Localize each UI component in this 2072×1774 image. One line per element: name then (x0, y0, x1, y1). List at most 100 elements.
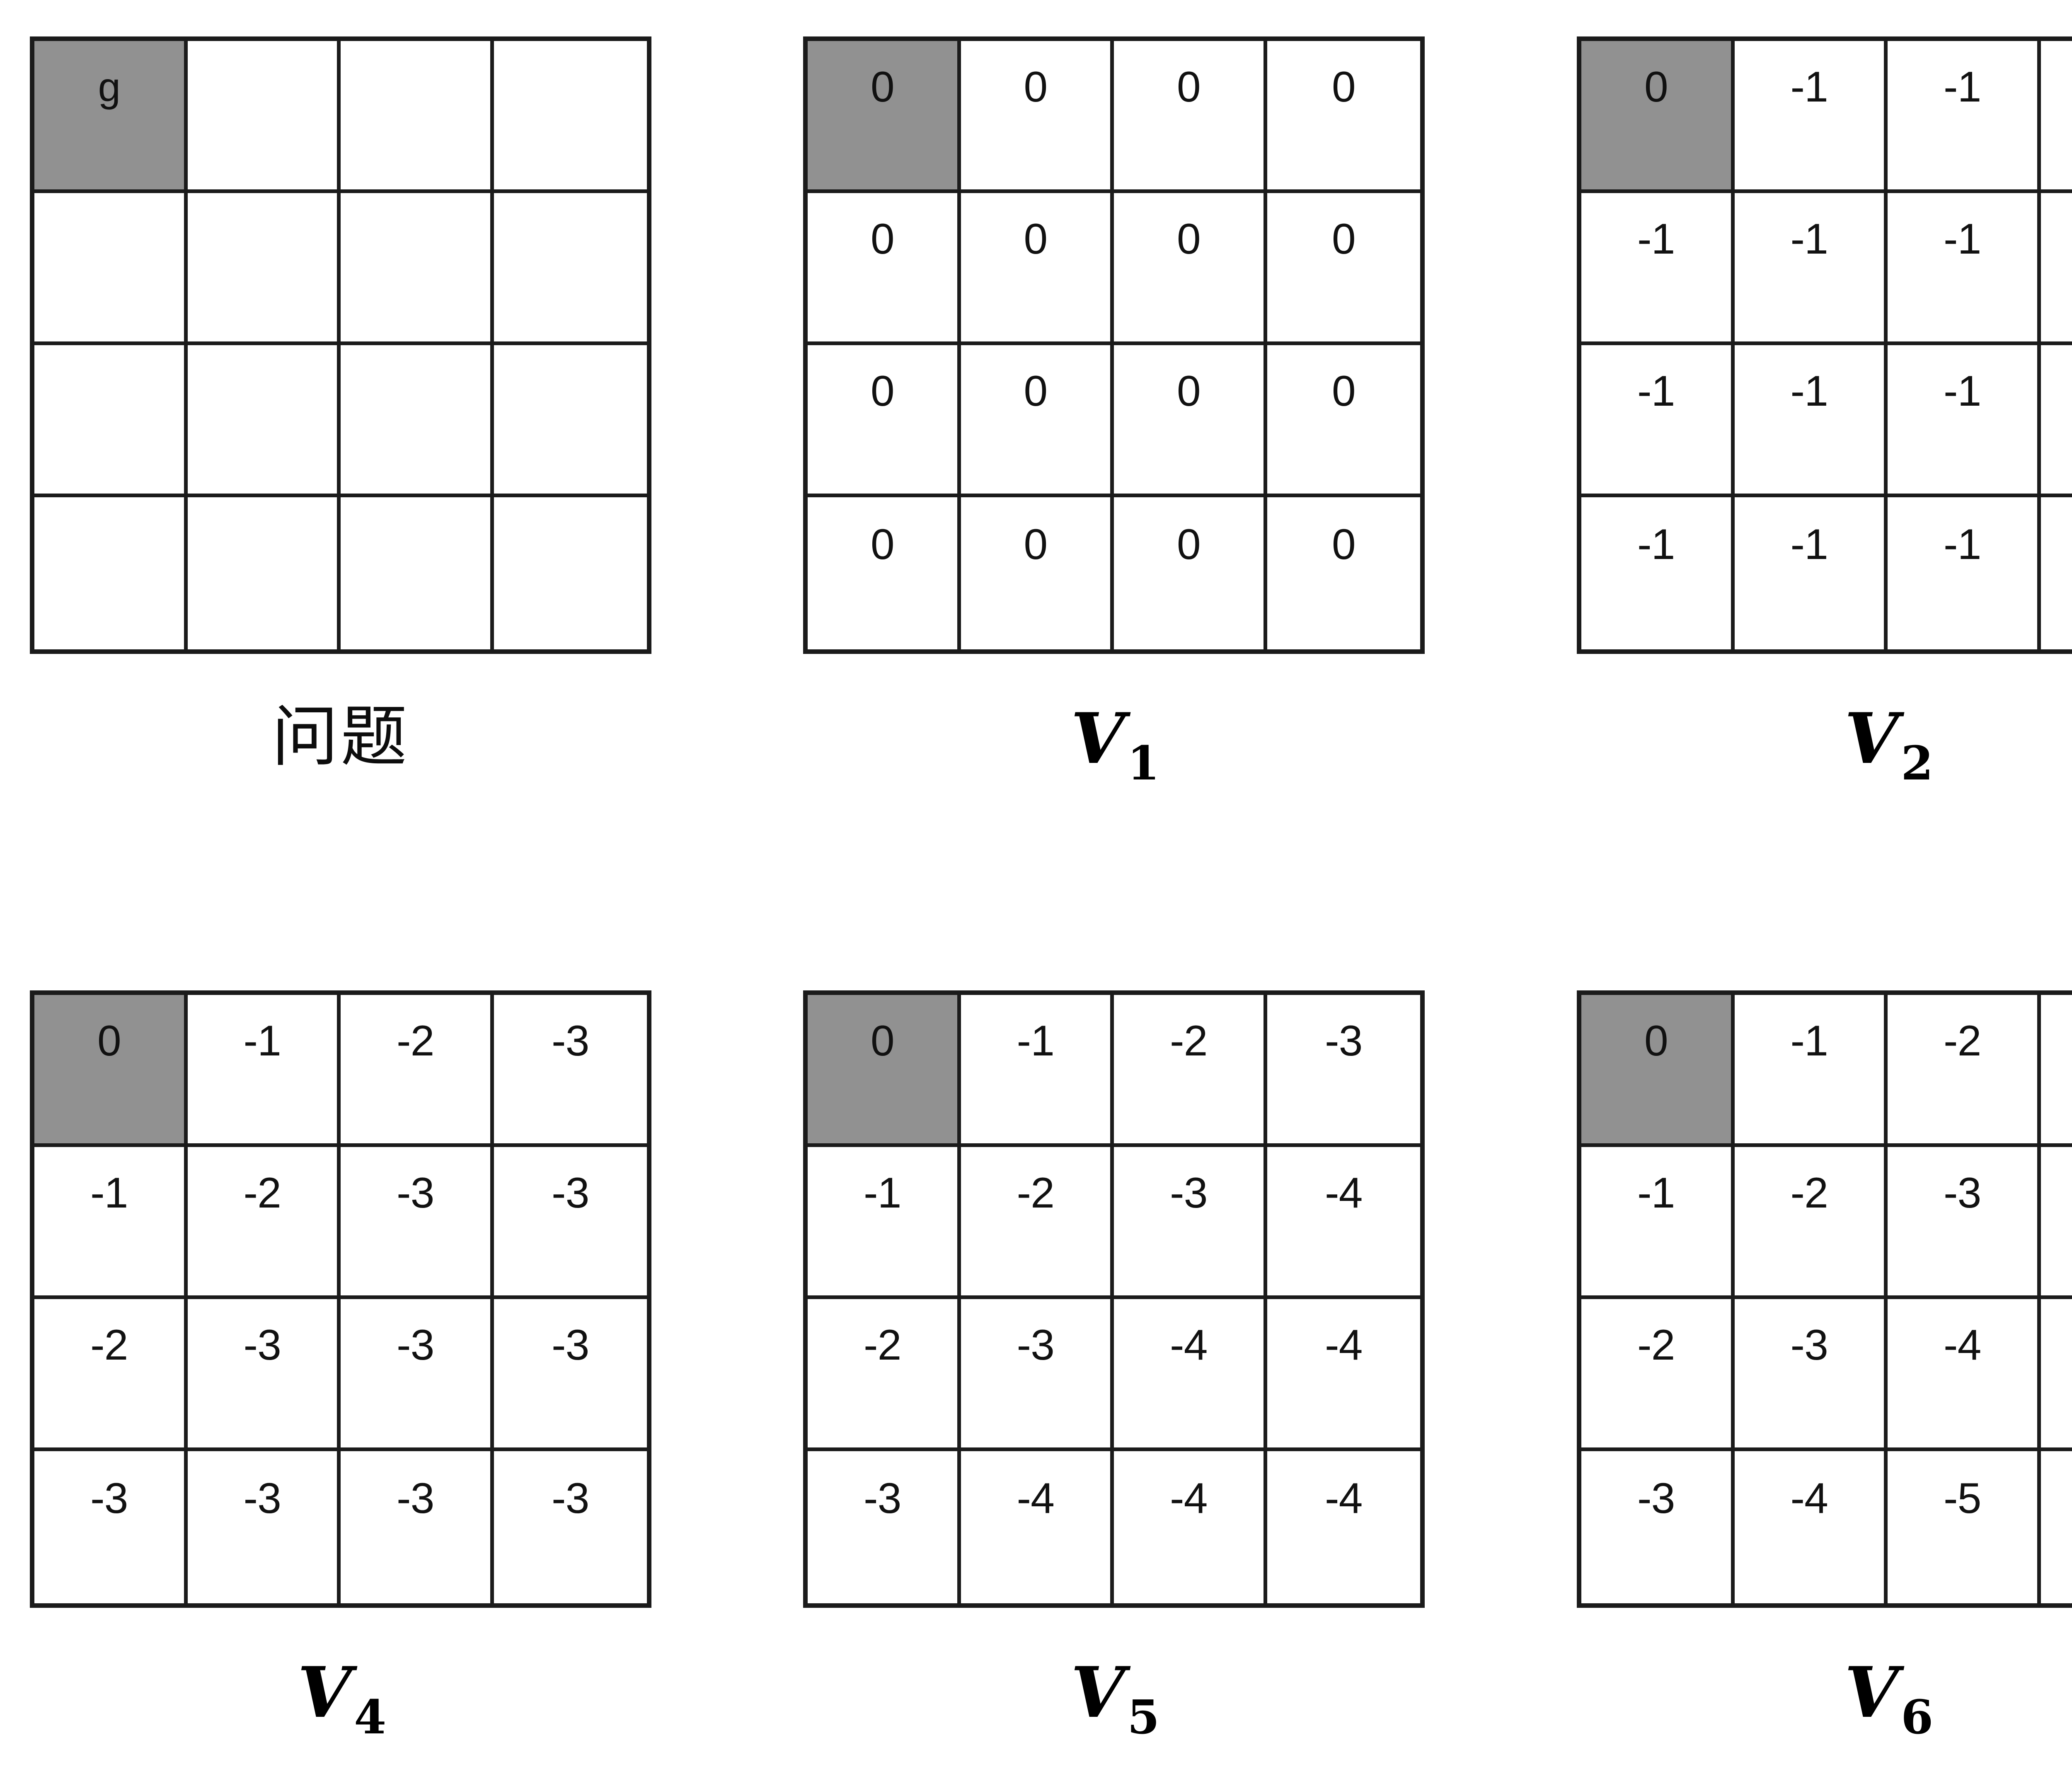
panel-caption-problem: 问题 (30, 704, 651, 795)
cell-value: -4 (2041, 1171, 2072, 1215)
cell-value: -3 (397, 1321, 434, 1369)
grid-cell: -4 (1734, 1451, 1888, 1603)
cell-value: -4 (1325, 1169, 1363, 1217)
grid-cell: 0 (1267, 345, 1420, 497)
grid-cell: -1 (1888, 497, 2041, 649)
grid-cell: -4 (1114, 1451, 1267, 1603)
cell-value: 0 (1176, 367, 1201, 415)
cell-value: -3 (1637, 1474, 1675, 1522)
cell-value: -1 (1790, 63, 1828, 111)
caption-symbol: V (297, 1651, 352, 1733)
grid-cell: -1 (1581, 497, 1735, 649)
caption-symbol: V (1070, 1651, 1125, 1733)
cell-value: 0 (1331, 520, 1356, 569)
cell-value: -1 (1790, 520, 1828, 569)
cell-value: -4 (1944, 1321, 1981, 1369)
grid-cell (494, 345, 647, 497)
cell-value: -1 (1637, 520, 1675, 569)
cell-value: 0 (1331, 63, 1356, 111)
grid-cell-goal: 0 (34, 995, 188, 1147)
cell-value: -2 (1637, 1321, 1675, 1369)
grid-cell: -2 (341, 995, 494, 1147)
grid-cell: -2 (808, 1299, 961, 1451)
grid-cell: -4 (2041, 1147, 2072, 1299)
cell-value: 0 (870, 63, 895, 111)
grid-cell: 0 (1114, 41, 1267, 193)
grid-cell: -4 (961, 1451, 1114, 1603)
grid-cell (341, 193, 494, 345)
grid-cell: -1 (1888, 345, 2041, 497)
cell-value: 0 (870, 1016, 895, 1065)
grid-cell: -3 (1267, 995, 1420, 1147)
grid-cell: -1 (1734, 41, 1888, 193)
grid-cell: -2 (187, 1147, 341, 1299)
caption-subscript: 2 (1901, 736, 1934, 791)
grid-cell: -5 (1888, 1451, 2041, 1603)
grid-cell: 0 (961, 41, 1114, 193)
cell-value: 0 (97, 1016, 121, 1065)
panel-caption-v5: V5 (803, 1658, 1425, 1749)
grid-cell (187, 41, 341, 193)
grid-cell: -1 (1888, 193, 2041, 345)
caption-subscript: 5 (1127, 1690, 1160, 1745)
cell-value: 0 (1176, 520, 1201, 569)
value-grid-panel-v6: 0-1-2-3-1-2-3-4-2-3-4-5-3-4-5-5V6 (1577, 990, 2072, 1749)
cell-value: -3 (552, 1474, 589, 1522)
cell-value: -1 (1637, 367, 1675, 415)
cell-value: -1 (1790, 367, 1828, 415)
cell-value: -2 (90, 1321, 128, 1369)
grid-v5: 0-1-2-3-1-2-3-4-2-3-4-4-3-4-4-4 (803, 990, 1425, 1608)
cell-value: 0 (1331, 367, 1356, 415)
cell-value: -3 (1790, 1321, 1828, 1369)
cell-value: 0 (870, 367, 895, 415)
cell-value: -3 (1944, 1169, 1981, 1217)
cell-value: -1 (1944, 520, 1981, 569)
cell-value: -2 (1170, 1016, 1208, 1065)
grid-cell: -4 (1267, 1147, 1420, 1299)
cell-value: -2 (243, 1169, 281, 1217)
cell-value: 0 (1024, 215, 1048, 263)
cell-value: -4 (1325, 1474, 1363, 1522)
grid-cell: -1 (1734, 995, 1888, 1147)
cell-value: -3 (243, 1474, 281, 1522)
grid-cell: -1 (187, 995, 341, 1147)
grid-cell: -1 (1581, 345, 1735, 497)
grid-cell: 0 (1114, 345, 1267, 497)
grid-cell: -3 (1734, 1299, 1888, 1451)
grid-cell: -2 (1581, 1299, 1735, 1451)
grid-cell: -3 (1114, 1147, 1267, 1299)
grid-cell: -2 (961, 1147, 1114, 1299)
panel-caption-v1: V1 (803, 704, 1425, 795)
cell-value: -3 (552, 1169, 589, 1217)
grid-cell: -1 (2041, 497, 2072, 649)
grid-cell: 0 (808, 193, 961, 345)
cell-value: 0 (1024, 367, 1048, 415)
grid-cell: -3 (961, 1299, 1114, 1451)
cell-value: -3 (2041, 1019, 2072, 1062)
cell-value: -1 (1637, 1169, 1675, 1217)
cell-value: 0 (1024, 520, 1048, 569)
grid-cell: 0 (961, 193, 1114, 345)
cell-value: -2 (1790, 1169, 1828, 1217)
grid-cell: -1 (2041, 193, 2072, 345)
panel-caption-v4: V4 (30, 1658, 651, 1749)
grid-cell: 0 (1267, 41, 1420, 193)
grid-cell: -1 (1734, 497, 1888, 649)
grid-cell: -1 (1734, 345, 1888, 497)
caption-subscript: 1 (1127, 736, 1160, 791)
cell-value: -1 (2041, 370, 2072, 413)
grid-cell: 0 (1267, 497, 1420, 649)
grid-cell: -2 (1734, 1147, 1888, 1299)
grid-cell: -1 (808, 1147, 961, 1299)
grid-cell: -5 (2041, 1451, 2072, 1603)
grid-cell: -3 (341, 1147, 494, 1299)
grid-cell: 0 (808, 345, 961, 497)
cell-value: -3 (552, 1016, 589, 1065)
panel-caption-v6: V6 (1577, 1658, 2072, 1749)
cell-value: -2 (864, 1321, 901, 1369)
grid-cell (494, 41, 647, 193)
